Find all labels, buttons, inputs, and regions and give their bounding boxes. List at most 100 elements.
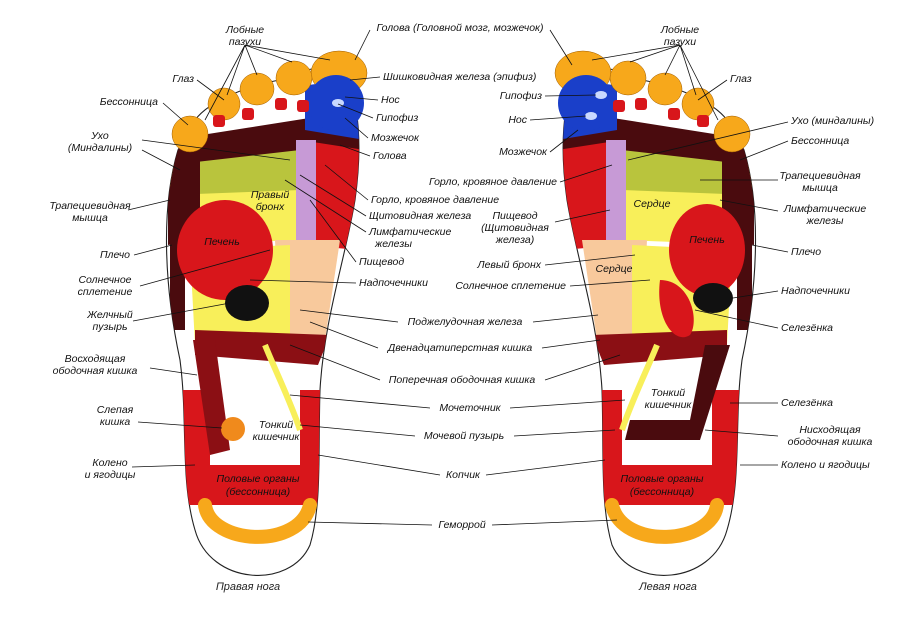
leader-r-solar xyxy=(139,249,271,287)
left-spleen-zone xyxy=(659,280,694,338)
leader-lines xyxy=(127,29,789,526)
right-toe-mark-3 xyxy=(275,98,287,110)
label-r-eye: Глаз xyxy=(172,73,194,85)
caption-left-foot: Левая нога xyxy=(638,581,697,593)
label-c-head: Голова xyxy=(373,150,407,162)
left-lilac-zone xyxy=(606,140,626,240)
label-r-knee-1: Колено xyxy=(92,457,127,469)
right-toe-base-marks xyxy=(213,98,309,127)
label-l-descending-2: ободочная кишка xyxy=(788,436,873,448)
left-toe-4 xyxy=(681,87,715,121)
label-l-esophagus-3: железа) xyxy=(495,234,534,246)
right-genitals-zone xyxy=(180,465,330,505)
right-ureter-line xyxy=(262,343,303,431)
zone-right-small-intestine-line2: кишечник xyxy=(253,431,301,443)
left-upper-heel-red-zone xyxy=(712,390,742,470)
label-r-caecum-2: кишка xyxy=(100,416,130,428)
label-r-sinuses-1: Лобные xyxy=(225,24,264,36)
leader-c-adrenal xyxy=(249,279,357,284)
left-toe-3 xyxy=(647,72,683,106)
right-peach-zone xyxy=(275,240,340,345)
left-toe-2 xyxy=(609,60,647,96)
left-genitals-zone xyxy=(592,465,742,505)
left-toe-mark-1 xyxy=(697,115,709,127)
zone-left-heart-upper: Сердце xyxy=(634,198,671,210)
right-toe-4 xyxy=(207,87,241,121)
label-r-solar-2: сплетение xyxy=(78,286,133,298)
leader-r-caecum xyxy=(137,421,223,429)
label-l-sinuses-2: пазухи xyxy=(664,36,696,48)
label-l-esophagus-1: Пищевод xyxy=(492,210,537,222)
label-l-nose: Нос xyxy=(508,114,527,126)
leader-r-insomnia xyxy=(162,102,189,126)
left-ureter-line xyxy=(619,343,660,431)
label-r-ear-1: Ухо xyxy=(90,130,109,142)
right-ascending-colon xyxy=(193,340,230,455)
left-hemorrhoids-zone xyxy=(605,498,724,544)
label-l-shoulder: Плечо xyxy=(791,246,821,258)
label-c-adrenal: Надпочечники xyxy=(359,277,428,289)
leader-r-knee xyxy=(131,464,196,468)
zone-right-small-intestine-line1: Тонкий xyxy=(259,419,293,431)
leader-l-ear xyxy=(627,121,789,161)
label-l-descending-1: Нисходящая xyxy=(799,424,861,436)
right-gallbladder-zone xyxy=(225,285,269,321)
label-c-nose: Нос xyxy=(381,94,400,106)
label-r-shoulder: Плечо xyxy=(100,249,130,261)
label-r-insomnia: Бессонница xyxy=(100,96,158,108)
label-r-solar-1: Солнечное xyxy=(78,274,131,286)
label-c-cerebellum: Мозжечок xyxy=(371,132,420,144)
label-l-cerebellum: Мозжечок xyxy=(499,146,548,158)
leader-c-ureter xyxy=(289,394,626,409)
right-toe-2 xyxy=(275,60,313,96)
leader-r-gallbladder xyxy=(132,302,231,322)
label-r-ascending-2: ободочная кишка xyxy=(53,365,138,377)
leader-l-lymph xyxy=(719,199,779,212)
leader-c-cerebellum xyxy=(344,117,369,139)
zone-right-genitals-line2: (бессонница) xyxy=(226,486,290,498)
leader-r-eye xyxy=(196,79,225,101)
left-brain-blue-zone xyxy=(558,75,614,131)
right-toe-mark-2 xyxy=(242,108,254,120)
leader-c-esophagus xyxy=(309,199,357,263)
leader-l-esophagus xyxy=(554,209,611,223)
right-hemorrhoids-zone xyxy=(198,498,317,544)
left-head-red-zone xyxy=(563,140,622,250)
label-l-spleen: Селезёнка xyxy=(781,322,833,334)
leader-l-nose xyxy=(529,115,587,121)
leader-c-pineal xyxy=(349,76,381,81)
label-r-gallbladder-2: пузырь xyxy=(93,321,128,333)
label-l-ear: Ухо (миндалины) xyxy=(790,115,874,127)
leader-l-throat xyxy=(559,164,613,183)
zone-right-liver: Печень xyxy=(204,236,239,248)
label-l-lymph-1: Лимфатические xyxy=(783,203,867,215)
labels-left-foot: Гипофиз Нос Мозжечок Горло, кровяное дав… xyxy=(429,24,874,471)
leader-r-shoulder xyxy=(133,244,173,256)
labels-right-foot: Лобные пазухи Глаз Бессонница Ухо (Минда… xyxy=(49,24,264,481)
label-r-caecum-1: Слепая xyxy=(97,404,134,416)
leader-c-lymph xyxy=(284,179,367,233)
zone-left-small-intestine-line2: кишечник xyxy=(645,399,693,411)
label-c-coccyx: Копчик xyxy=(446,469,481,481)
label-l-trapezius-2: мышца xyxy=(802,182,838,194)
left-toe-mark-3 xyxy=(635,98,647,110)
leader-c-head-brain xyxy=(354,29,573,66)
label-c-pancreas: Поджелудочная железа xyxy=(408,316,523,328)
left-foot: Сердце Сердце Печень Тонкий кишечник Пол… xyxy=(554,50,757,576)
label-l-throat: Горло, кровяное давление xyxy=(429,176,557,188)
left-colon-band-zone xyxy=(592,330,727,365)
label-l-sinuses-1: Лобные xyxy=(660,24,699,36)
label-c-lymph-2: железы xyxy=(374,238,412,250)
leader-l-adrenal xyxy=(732,290,779,299)
label-c-pineal: Шишковидная железа (эпифиз) xyxy=(383,71,536,83)
label-r-ascending-1: Восходящая xyxy=(65,353,126,365)
label-l-pituitary: Гипофиз xyxy=(500,90,542,102)
right-caecum-zone xyxy=(221,417,245,441)
leader-l-cerebellum xyxy=(549,129,579,153)
zone-left-liver: Печень xyxy=(689,234,724,246)
label-l-spleen2: Селезёнка xyxy=(781,397,833,409)
label-l-solar: Солнечное сплетение xyxy=(455,280,566,292)
right-upper-heel-red-zone xyxy=(180,390,210,470)
label-l-left-bronchus: Левый бронх xyxy=(476,259,541,271)
leader-c-pituitary xyxy=(337,103,374,119)
